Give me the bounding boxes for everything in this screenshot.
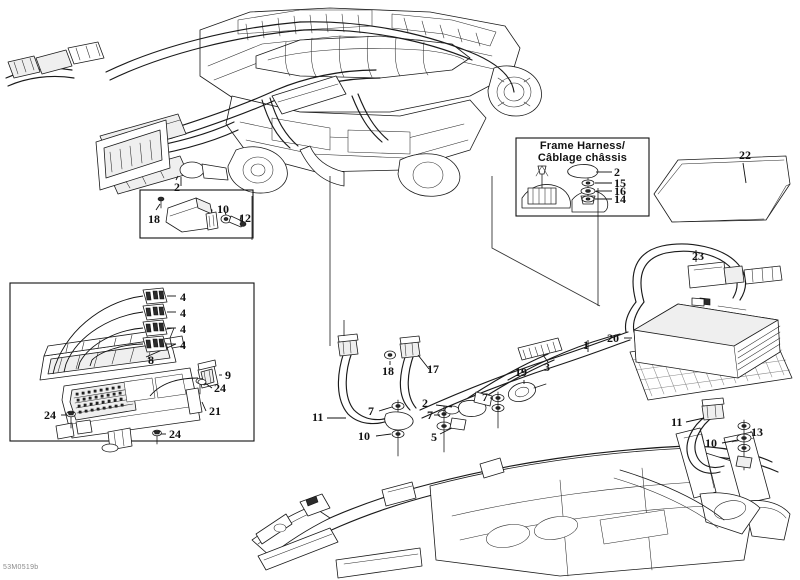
lead-7a: [378, 406, 393, 412]
callout-20: 20: [607, 331, 619, 345]
callout-10: 10: [217, 202, 229, 216]
fastener-stack-right: [473, 391, 505, 429]
lead-10a: [223, 207, 227, 216]
lead-18a: [155, 203, 161, 211]
part-4-relay: [142, 319, 168, 337]
callout-15-inset: 15: [614, 176, 626, 190]
part-23-cable: [624, 243, 783, 333]
lead-22: [742, 162, 747, 184]
part-4-relay: [142, 303, 168, 321]
chassis-frame: [251, 427, 791, 579]
part-24-fastener: [195, 377, 207, 395]
callout-24: 24: [214, 381, 226, 395]
lead-3: [542, 354, 549, 363]
callout-24: 24: [44, 408, 56, 422]
right-fastener-stack: [735, 419, 753, 471]
lead-21: [201, 401, 207, 412]
part-21-ecu-module: [55, 367, 203, 453]
callout-12: 12: [239, 211, 251, 225]
harness-connector-group: [7, 41, 347, 195]
part-14-bolt: [581, 195, 595, 203]
lower-harness-cables: [327, 331, 631, 457]
frame-harness-title: Frame Harness/ Câblage châssis: [516, 140, 649, 164]
fastener-stack-left: [384, 399, 414, 457]
part-4-relay-group: [142, 287, 168, 353]
part-12-bolt: [228, 215, 247, 228]
callout-18: 18: [148, 212, 160, 226]
part-18-screw: [157, 196, 165, 209]
callout-1: 1: [583, 338, 589, 352]
lead-5: [439, 427, 453, 435]
callout-24: 24: [169, 427, 181, 441]
long-cable-to-right: [507, 333, 621, 381]
lead-24a: [204, 382, 213, 389]
part-3-sleeve: [517, 337, 563, 361]
part-18-washer-mid: [384, 350, 396, 360]
relay-leads: [52, 295, 176, 375]
fastener-stack-mid: [436, 400, 487, 453]
right-harness-cable: [685, 397, 753, 474]
callout-4: 4: [180, 290, 186, 304]
callout-2: 2: [174, 180, 180, 194]
part-22-pad: [653, 155, 791, 223]
sheet-code: 53M0519b: [3, 564, 39, 571]
callout-2-inset: 2: [614, 165, 620, 179]
callout-7: 7: [427, 408, 433, 422]
callout-5: 5: [431, 430, 437, 444]
ecu-relay-box: [9, 282, 255, 453]
callout-4: 4: [180, 322, 186, 336]
callout-14-inset: 14: [614, 192, 626, 206]
frame-harness-box: [515, 137, 650, 217]
lead-10b: [375, 433, 392, 437]
lead-17: [417, 354, 430, 370]
part-15-washer: [581, 179, 595, 187]
lead-2b: [435, 404, 453, 408]
callout-11: 11: [671, 415, 683, 429]
callout-18: 18: [382, 364, 394, 378]
part-16-nut: [580, 187, 596, 195]
callout-13: 13: [751, 425, 763, 439]
callout-7: 7: [368, 404, 374, 418]
lead-11b: [685, 417, 705, 423]
part-2-loop-inset: [567, 164, 599, 179]
callout-4: 4: [180, 306, 186, 320]
callout-23: 23: [692, 249, 704, 263]
frame-harness-title-line2: Câblage châssis: [537, 152, 628, 164]
part-20-battery: [629, 297, 793, 401]
callout-11: 11: [312, 410, 324, 424]
lead-9-to-ecu: [149, 377, 199, 397]
engine-harness-assembly: [5, 7, 542, 197]
callout-3: 3: [544, 360, 550, 374]
callout-8: 8: [148, 353, 154, 367]
callout-10: 10: [705, 436, 717, 450]
part-24-fastener: [66, 410, 76, 429]
callout-22: 22: [739, 148, 751, 162]
lead-12a: [239, 215, 242, 222]
frame-harness-title-line1: Frame Harness/: [539, 140, 626, 152]
callout-7: 7: [482, 390, 488, 404]
part-4-relay: [142, 287, 168, 305]
callout-10: 10: [358, 429, 370, 443]
callout-19: 19: [515, 365, 527, 379]
projection-lines: [251, 176, 601, 346]
sensor-detail-box: [139, 189, 254, 239]
callout-2: 2: [422, 396, 428, 410]
lead-10c: [721, 439, 739, 444]
callout-17: 17: [427, 362, 439, 376]
part-2-grommet-top: [175, 161, 229, 181]
part-24-fastener: [152, 429, 162, 445]
callout-16-inset: 16: [614, 184, 626, 198]
callout-9: 9: [225, 368, 231, 382]
part-19-ring: [507, 382, 547, 402]
part-4-relay: [142, 335, 168, 353]
callout-4: 4: [180, 338, 186, 352]
callout-21: 21: [209, 404, 221, 418]
